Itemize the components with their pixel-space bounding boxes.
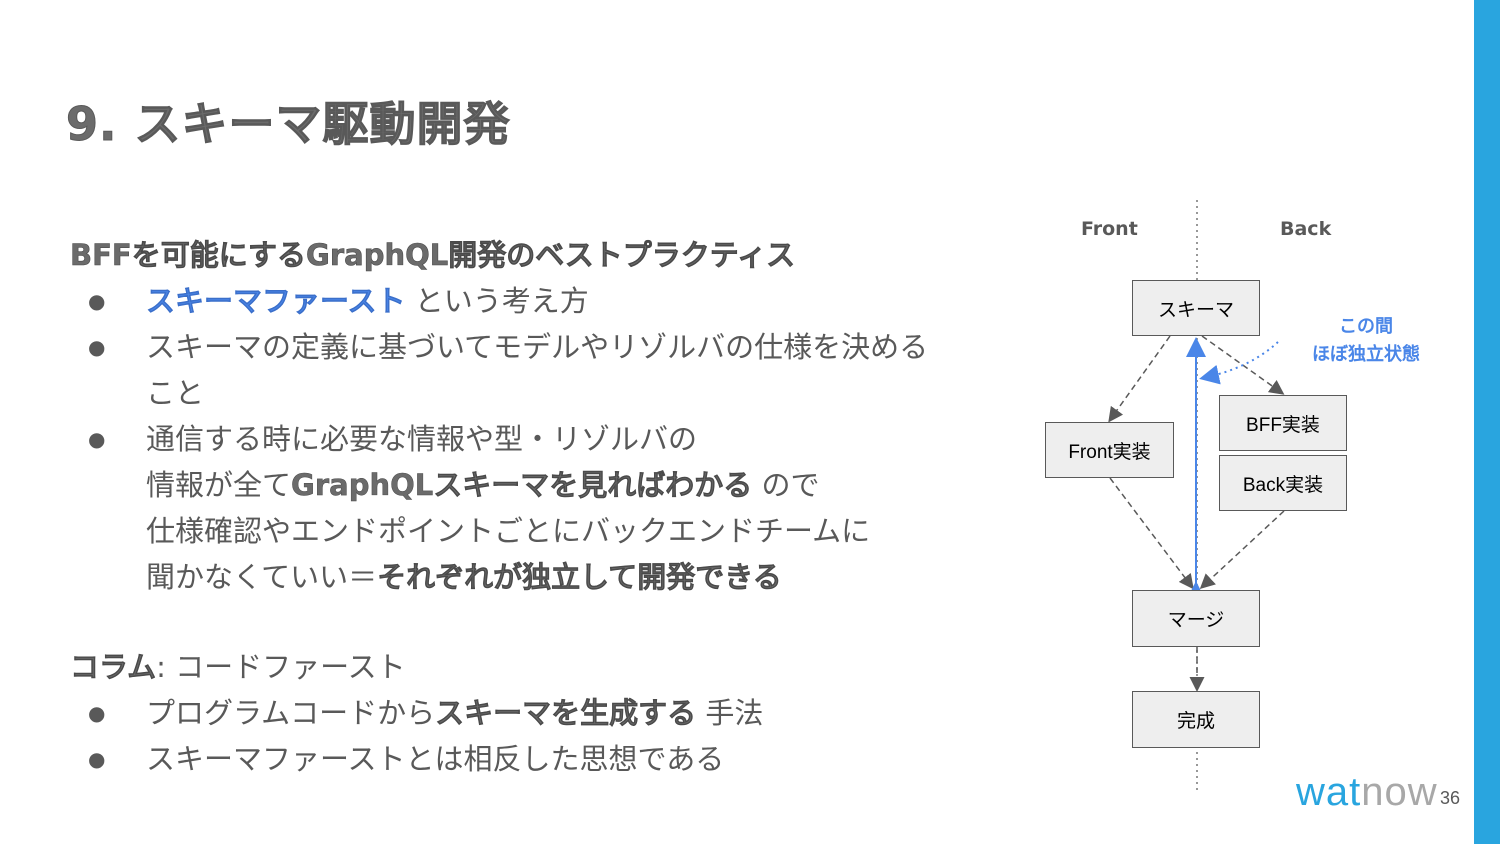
main-bullets: スキーマファースト という考え方 スキーマの定義に基づいてモデルやリゾルバの仕様… [70,278,1050,600]
merge-box: マージ [1132,590,1260,647]
independence-note: この間 ほぼ独立状態 [1312,316,1420,365]
slide-body: BFFを可能にするGraphQL開発のベストプラクティス スキーマファースト と… [70,232,1050,782]
accent-text: スキーマファースト [146,284,406,319]
arrow-back-to-merge [1199,510,1285,590]
bff-impl-box: BFF実装 [1219,395,1347,451]
column-bullets: プログラムコードからスキーマを生成する 手法 スキーマファーストとは相反した思想… [70,690,1050,782]
column-heading: コラム: コードファースト [70,650,406,685]
section-heading: BFFを可能にするGraphQL開発のベストプラクティス [70,238,796,273]
front-impl-box: Front実装 [1045,422,1174,478]
emphasis-text: スキーマを生成する [435,696,697,731]
emphasis-text: それぞれが独立して開発できる [377,560,782,595]
note-pointer-arrow [1199,341,1279,385]
list-item: スキーマファースト という考え方 [70,278,1050,324]
list-item: プログラムコードからスキーマを生成する 手法 [70,690,1050,736]
arrow-schema-to-front [1108,335,1171,423]
list-item: スキーマファーストとは相反した思想である [70,736,1050,782]
emphasis-text: GraphQLスキーマを見ればわかる [291,468,753,503]
schema-box: スキーマ [1132,280,1260,336]
done-box: 完成 [1132,691,1260,748]
slide-title: 9. スキーマ駆動開発 [66,97,511,152]
back-impl-box: Back実装 [1219,455,1347,511]
front-column-label: Front [1081,218,1138,240]
arrow-front-to-merge [1109,477,1194,590]
back-column-label: Back [1280,218,1332,240]
arrow-schema-to-bff [1201,335,1285,395]
list-item: 通信する時に必要な情報や型・リゾルバの 情報が全てGraphQLスキーマを見れば… [70,416,1050,600]
watnow-logo: watnow [1296,770,1438,814]
list-item: スキーマの定義に基づいてモデルやリゾルバの仕様を決める こと [70,324,1050,416]
brand-side-bar [1474,0,1500,844]
page-number: 36 [1440,788,1461,808]
